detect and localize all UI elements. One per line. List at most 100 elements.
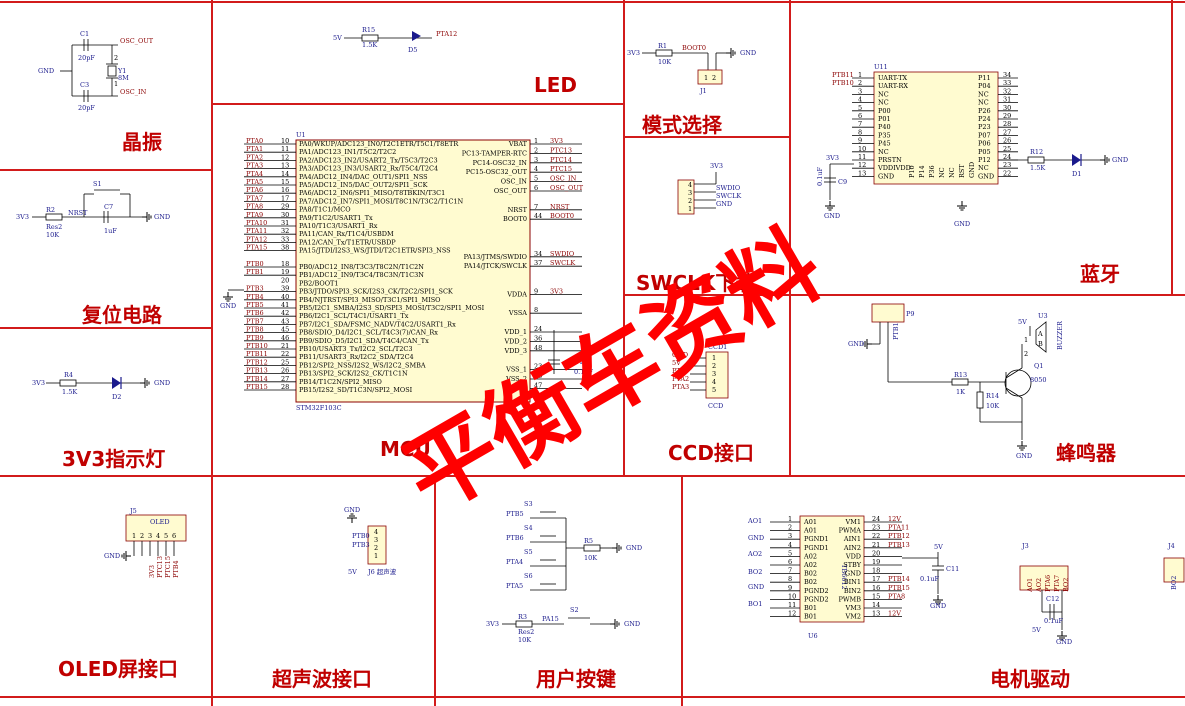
c3-value: 20pF [78, 104, 95, 112]
mcu-right-pin-number: 35 [534, 372, 542, 380]
j3-header [1019, 565, 1069, 591]
c3-ref: C3 [80, 81, 89, 89]
motor-5v: 5V [934, 543, 943, 551]
mcu-left-pin-function: PB8/SDIO_D4/I2C1_SCL/T4C3(7)/CAN_Rx [299, 329, 438, 337]
ccd-net: PTA3 [672, 383, 689, 391]
mcu-left-pin-function: PA0/WKUP/ADC123_IN0/T2C1ETR/T5C1/T8ETR [299, 140, 459, 148]
title-reset: 复位电路 [81, 303, 163, 327]
j1-pin2: 2 [712, 74, 716, 82]
oled-header [125, 514, 187, 542]
ccd-header [705, 351, 729, 399]
bt-right-pin-number: 26 [1003, 137, 1011, 145]
buzzer-pin-1: 1 [1024, 336, 1028, 344]
mcu-left-net: PTA2 [246, 153, 263, 161]
motor-right-pin-number: 18 [872, 567, 880, 575]
mode-gnd: GND [740, 49, 756, 57]
ccd-net: 5V [672, 359, 681, 367]
mcu-left-pin-number: 38 [281, 244, 289, 252]
mcu-left-pin-function: PB12/SPI2_NSS/I2S2_WS/I2C2_SMBA [299, 361, 426, 369]
mcu-left-net: PTB7 [246, 317, 264, 325]
mcu-left-pin-number: 13 [281, 162, 289, 170]
r14-value: 10K [986, 402, 999, 410]
mcu-right-pin-number: 6 [534, 184, 538, 192]
ptb1-net: PTB1 [892, 322, 900, 340]
ultra-pin-number: 1 [374, 552, 378, 560]
motor-left-pin-function: A01 [803, 518, 817, 526]
mcu-right-pin-number: 1 [534, 137, 538, 145]
buzzer-part: BUZZER [1056, 320, 1064, 350]
r3-value: 10K [518, 636, 531, 644]
q1-value: 8050 [1030, 376, 1047, 384]
mcu-right-pin-function: BOOT0 [503, 215, 527, 223]
mcu-left-pin-number: 29 [281, 203, 289, 211]
mcu-right-pin-function: NRST [508, 206, 528, 214]
j4-ref: J4 [1167, 542, 1175, 550]
motor-left-pin-number: 12 [788, 610, 796, 618]
mcu-left-net: PTA4 [246, 170, 263, 178]
mcu-left-pin-function: PB4/NJTRST/SPI3_MISO/T3C1/SPI1_MISO [299, 296, 441, 304]
bt-right-pin-number: 34 [1003, 71, 1011, 79]
bt-left-pin-number: 12 [858, 161, 866, 169]
mcu-right-net: SWDIO [550, 250, 574, 258]
mcu-left-pin-number: 41 [281, 301, 289, 309]
boot0-net: BOOT0 [682, 44, 706, 52]
mcu-left-net: PTB8 [246, 326, 264, 334]
ultra-vcc: 5V [348, 568, 357, 576]
c11-gnd: GND [930, 602, 946, 610]
mcu-left-net: PTA15 [246, 244, 267, 252]
tb6612-part: TB6612 [840, 564, 848, 590]
r14-ref: R14 [986, 392, 999, 400]
r2-value: 10K [46, 231, 59, 239]
mcu-left-pin-number: 43 [281, 317, 289, 325]
motor-right-pin-function: VM2 [845, 613, 862, 621]
crystal-circuit [60, 39, 118, 102]
swd-pin4: 4 [688, 181, 692, 189]
mcu-left-pin-function: PA1/ADC123_IN1/T5C2/T2C2 [299, 148, 396, 156]
c11-ref: C11 [946, 565, 959, 573]
bt-right-pin-number: 22 [1003, 169, 1011, 177]
ccd-pin-number: 2 [712, 362, 716, 370]
mcu-right-pin-function: VDDA [506, 290, 527, 298]
ultra-pin-number: 3 [374, 536, 378, 544]
reset-vcc: 3V3 [16, 213, 29, 221]
mcu-left-pin-function: PA9/T1C2/USART1_Tx [299, 214, 373, 222]
bt-left-pin-function: P40 [878, 123, 891, 131]
bt-bottom-pin-function: P14 [918, 165, 926, 178]
j3-net: PTA6 [1044, 575, 1052, 592]
mcu-left-pin-number: 15 [281, 178, 289, 186]
mcu-left-pin-number: 22 [281, 350, 289, 358]
j3-net: BO2 [1062, 578, 1070, 592]
title-mode: 模式选择 [642, 113, 723, 137]
mcu-right-pin-function: VDD_1 [503, 328, 527, 336]
oled-pin-number: 2 [140, 532, 144, 540]
mcu-right-pin-number: 24 [534, 325, 542, 333]
mcu-gnd: GND [220, 302, 236, 310]
c10-ref: C10 [574, 358, 587, 366]
mcu-right-net: OSC_IN [550, 175, 577, 183]
s3-ref: S3 [524, 500, 533, 508]
motor-right-pin-number: 13 [872, 610, 880, 618]
bt-left-pin-function: NC [878, 90, 889, 98]
bt-left-pin-number: 13 [858, 169, 866, 177]
mcu-right-net: OSC_OUT [550, 184, 584, 192]
motor-right-net: PTB14 [888, 575, 910, 583]
mcu-left-pin-function: PA11/CAN_Rx/T1C4/USBDM [299, 230, 394, 238]
motor-right-pin-number: 23 [872, 524, 880, 532]
bt-right-pin-function: P06 [978, 140, 991, 148]
r15-value: 1.5K [362, 41, 377, 49]
mcu-left-net: PTA0 [246, 137, 263, 145]
mcu-right-pin-function: OSC_OUT [494, 187, 528, 195]
title-crystal: 晶振 [122, 130, 162, 154]
mcu-right-pin-function: PA14/JTCK/SWCLK [464, 262, 527, 270]
mcu-left-pin-number: 32 [281, 227, 289, 235]
mcu-left-net: PTA1 [246, 145, 263, 153]
bt-right-pin-function: P26 [978, 107, 991, 115]
motor-right-pin-number: 16 [872, 584, 880, 592]
bt-left-pin-function: P00 [878, 107, 891, 115]
mcu-left-net: PTA7 [246, 194, 263, 202]
mcu-left-pin-number: 42 [281, 309, 289, 317]
buzzer-pin-b: B [1038, 340, 1043, 348]
mcu-right-net: PTC14 [550, 156, 572, 164]
